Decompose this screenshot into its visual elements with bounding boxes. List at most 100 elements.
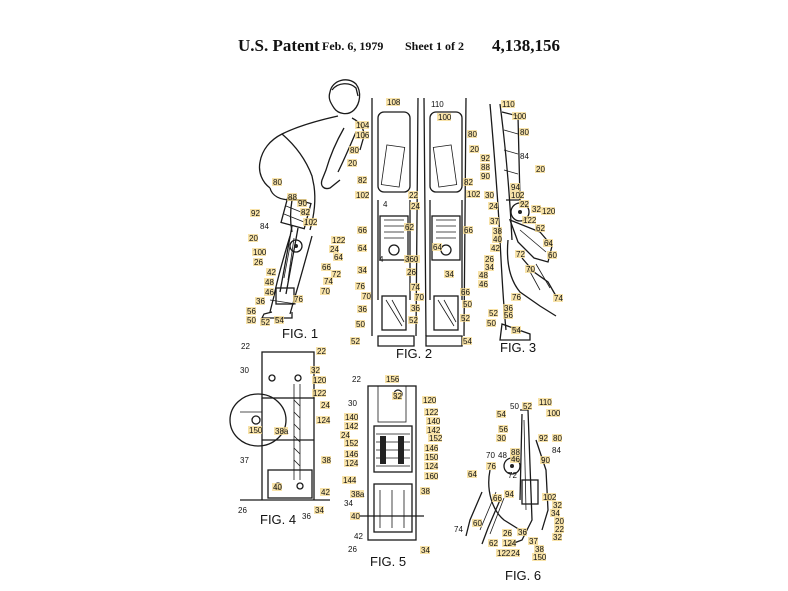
svg-text:56: 56 xyxy=(504,311,513,320)
svg-text:30: 30 xyxy=(485,191,494,200)
svg-text:38: 38 xyxy=(493,227,502,236)
fig6-drawing: 50 52 110 54 100 56 30 92 80 88 84 70 48… xyxy=(454,398,564,583)
svg-text:88: 88 xyxy=(288,193,297,202)
svg-text:72: 72 xyxy=(508,471,517,480)
svg-text:76: 76 xyxy=(512,293,521,302)
fig6-caption: FIG. 6 xyxy=(505,568,541,583)
svg-text:24: 24 xyxy=(411,202,420,211)
svg-text:72: 72 xyxy=(516,250,525,259)
svg-text:124: 124 xyxy=(345,459,359,468)
svg-text:34: 34 xyxy=(358,266,367,275)
svg-text:80: 80 xyxy=(553,434,562,443)
fig4-caption: FIG. 4 xyxy=(260,512,296,527)
svg-text:64: 64 xyxy=(334,253,343,262)
svg-text:34: 34 xyxy=(551,509,560,518)
svg-text:52: 52 xyxy=(461,314,470,323)
fig3-reference-labels: 110 100 80 92 84 88 20 90 94 30 102 24 2… xyxy=(478,100,563,335)
svg-text:24: 24 xyxy=(341,431,350,440)
svg-text:76: 76 xyxy=(487,462,496,471)
svg-text:32: 32 xyxy=(553,501,562,510)
svg-text:46: 46 xyxy=(511,455,520,464)
svg-text:140: 140 xyxy=(427,417,441,426)
svg-text:88: 88 xyxy=(511,448,520,457)
svg-text:42: 42 xyxy=(321,488,330,497)
svg-text:122: 122 xyxy=(332,236,346,245)
svg-text:102: 102 xyxy=(356,191,370,200)
svg-text:60: 60 xyxy=(548,251,557,260)
svg-text:124: 124 xyxy=(425,462,439,471)
svg-text:34: 34 xyxy=(485,263,494,272)
svg-text:24: 24 xyxy=(489,202,498,211)
svg-text:122: 122 xyxy=(425,408,439,417)
svg-text:90: 90 xyxy=(481,172,490,181)
svg-text:50: 50 xyxy=(247,316,256,325)
svg-text:100: 100 xyxy=(547,409,561,418)
svg-text:150: 150 xyxy=(533,553,547,562)
svg-text:144: 144 xyxy=(343,476,357,485)
svg-text:52: 52 xyxy=(261,318,270,327)
svg-text:92: 92 xyxy=(539,434,548,443)
svg-text:42: 42 xyxy=(267,268,276,277)
svg-text:84: 84 xyxy=(260,222,269,231)
svg-text:62: 62 xyxy=(489,539,498,548)
svg-text:20: 20 xyxy=(249,234,258,243)
svg-text:22: 22 xyxy=(409,191,418,200)
svg-text:88: 88 xyxy=(481,163,490,172)
svg-text:48: 48 xyxy=(265,278,274,287)
svg-text:52: 52 xyxy=(489,309,498,318)
svg-text:36: 36 xyxy=(518,528,527,537)
patent-date: Feb. 6, 1979 xyxy=(322,39,384,53)
fig4-reference-labels: 22 22 30 32 120 122 24 124 150 38a 37 38… xyxy=(238,342,331,521)
svg-text:26: 26 xyxy=(254,258,263,267)
svg-text:52: 52 xyxy=(351,337,360,346)
svg-text:66: 66 xyxy=(461,288,470,297)
svg-text:122: 122 xyxy=(497,549,511,558)
svg-text:82: 82 xyxy=(301,208,310,217)
svg-text:30: 30 xyxy=(497,434,506,443)
svg-text:48: 48 xyxy=(498,451,507,460)
svg-text:50: 50 xyxy=(463,300,472,309)
svg-text:70: 70 xyxy=(486,451,495,460)
svg-text:38: 38 xyxy=(535,545,544,554)
svg-text:24: 24 xyxy=(321,401,330,410)
svg-text:32: 32 xyxy=(311,366,320,375)
fig5-reference-labels: 22 156 30 32 120 140 122 142 140 24 142 … xyxy=(340,375,443,555)
svg-text:104: 104 xyxy=(356,121,370,130)
svg-text:66: 66 xyxy=(493,494,502,503)
svg-text:120: 120 xyxy=(313,376,327,385)
svg-text:20: 20 xyxy=(348,159,357,168)
svg-text:74: 74 xyxy=(554,294,563,303)
svg-text:124: 124 xyxy=(503,539,517,548)
svg-text:34: 34 xyxy=(344,499,353,508)
svg-text:54: 54 xyxy=(512,326,521,335)
svg-text:48: 48 xyxy=(479,271,488,280)
fig6-reference-labels: 50 52 110 54 100 56 30 92 80 88 84 70 48… xyxy=(454,398,564,562)
svg-text:36: 36 xyxy=(411,304,420,313)
svg-text:94: 94 xyxy=(505,490,514,499)
svg-text:66: 66 xyxy=(322,263,331,272)
fig5-caption: FIG. 5 xyxy=(370,554,406,569)
svg-text:30: 30 xyxy=(348,399,357,408)
svg-text:106: 106 xyxy=(356,131,370,140)
svg-text:64: 64 xyxy=(468,470,477,479)
svg-text:4: 4 xyxy=(379,255,384,264)
svg-text:124: 124 xyxy=(317,416,331,425)
svg-text:110: 110 xyxy=(539,398,552,407)
svg-text:26: 26 xyxy=(238,506,247,515)
svg-text:26: 26 xyxy=(503,529,512,538)
svg-text:40: 40 xyxy=(273,483,282,492)
svg-text:62: 62 xyxy=(405,223,414,232)
svg-text:42: 42 xyxy=(491,244,500,253)
fig1-caption: FIG. 1 xyxy=(282,326,318,341)
svg-text:42: 42 xyxy=(354,532,363,541)
svg-text:142: 142 xyxy=(427,426,441,435)
svg-text:62: 62 xyxy=(536,224,545,233)
fig3-caption: FIG. 3 xyxy=(500,340,536,355)
svg-text:34: 34 xyxy=(421,546,430,555)
svg-text:92: 92 xyxy=(481,154,490,163)
svg-text:70: 70 xyxy=(526,265,535,274)
svg-text:60: 60 xyxy=(473,519,482,528)
svg-text:76: 76 xyxy=(356,282,365,291)
svg-text:40: 40 xyxy=(351,512,360,521)
svg-text:50: 50 xyxy=(487,319,496,328)
